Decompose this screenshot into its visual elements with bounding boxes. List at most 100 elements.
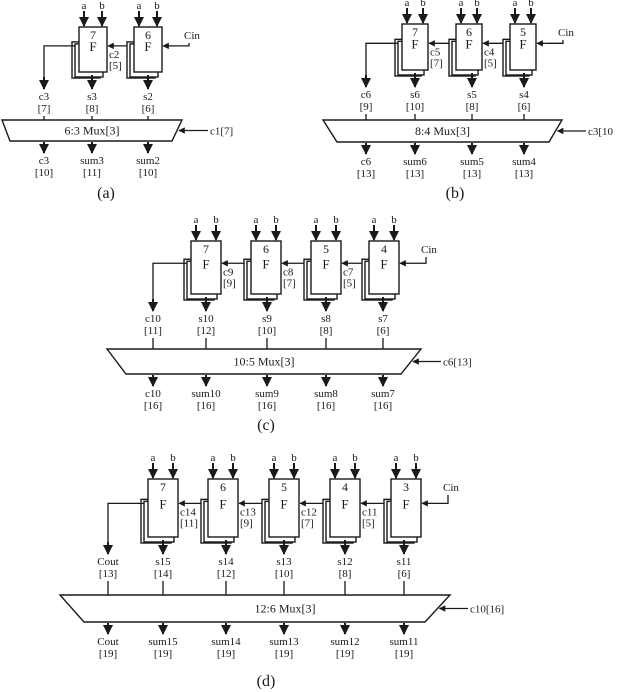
input-b-label: b [474,0,480,9]
cell-function: F [402,496,409,511]
cell-number: 6 [263,242,269,256]
mux-block [0,119,184,142]
carry-delay: [9] [240,517,253,529]
cell-box [509,23,537,71]
sum-label: s2 [143,91,153,103]
sum-label: s4 [519,89,529,101]
cell-number: 5 [281,480,287,494]
cin-label: Cin [558,27,574,39]
cell-box [190,240,222,295]
carry-delay: [5] [109,60,122,72]
carry-label: c2 [109,49,119,61]
cell-function: F [322,256,329,271]
carry-label: c12 [301,506,317,518]
output-label: sum3 [80,155,104,167]
cell-number: 7 [90,28,96,42]
output-label: sum15 [148,636,178,648]
sum-label: s14 [218,556,234,568]
carry-label: c13 [240,506,256,518]
output-label: sum11 [390,636,419,648]
mux-block [321,119,564,143]
input-b-label: b [213,214,219,226]
input-b-label: b [154,0,160,12]
carry-out-delay: [11] [144,325,162,337]
output-delay: [19] [275,648,293,660]
sum-delay: [6] [142,103,155,115]
input-a-label: a [314,214,319,226]
mux-label: 8:4 Mux[3] [415,124,470,138]
output-delay: [16] [317,400,335,412]
carry-delay: [9] [223,277,236,289]
cell-number: 6 [145,28,151,42]
sum-delay: [10] [275,568,293,580]
cin-label: Cin [421,244,437,256]
carry-delay: [5] [343,277,356,289]
sum-delay: [14] [154,568,172,580]
cell-number: 6 [220,480,226,494]
carry-label: c7 [343,266,354,278]
select-label: c3[10 [588,126,614,138]
mux-label: 6:3 Mux[3] [65,124,120,138]
cell-box [368,240,400,295]
input-b-label: b [413,452,419,464]
sum-delay: [8] [339,568,352,580]
cell-function: F [262,256,269,271]
output-delay: [13] [463,168,481,180]
carry-out-wire [365,42,398,80]
input-a-label: a [151,452,156,464]
sum-label: s15 [155,556,171,568]
cin-wire [411,257,427,264]
cell-box [268,478,300,538]
sum-label: s7 [378,313,388,325]
carry-out-delay: [9] [360,101,373,113]
input-b-label: b [291,452,297,464]
cell-function: F [341,496,348,511]
cell-function: F [202,256,209,271]
input-a-label: a [405,0,410,9]
input-b-label: b [333,214,339,226]
output-label: c10 [145,388,161,400]
panel-caption: (a) [97,185,115,202]
select-label: c10[16] [470,604,504,616]
cell-function: F [411,36,418,51]
cell-box [329,478,361,538]
carry-delay: [7] [430,57,443,69]
cell-function: F [465,36,472,51]
sum-label: s13 [276,556,292,568]
output-delay: [19] [99,648,117,660]
cell-box [455,23,483,71]
sum-label: s9 [262,313,272,325]
carry-out-wire [43,45,75,82]
output-delay: [16] [197,400,215,412]
output-delay: [13] [515,168,533,180]
cin-wire [433,495,449,505]
cell-function: F [519,36,526,51]
sum-delay: [12] [217,568,235,580]
output-delay: [16] [258,400,276,412]
panel-caption: (c) [257,417,275,434]
sum-label: s10 [198,313,214,325]
sum-label: s8 [321,313,331,325]
output-delay: [19] [395,648,413,660]
output-label: sum9 [255,388,279,400]
cell-number: 5 [323,242,329,256]
cell-box [390,478,422,538]
carry-label: c5 [430,46,441,58]
input-b-label: b [352,452,358,464]
cell-function: F [380,256,387,271]
carry-label: c8 [283,266,294,278]
panel-caption: (d) [257,673,276,690]
sum-delay: [10] [258,325,276,337]
output-label: c6 [361,156,372,168]
cell-box [207,478,239,538]
